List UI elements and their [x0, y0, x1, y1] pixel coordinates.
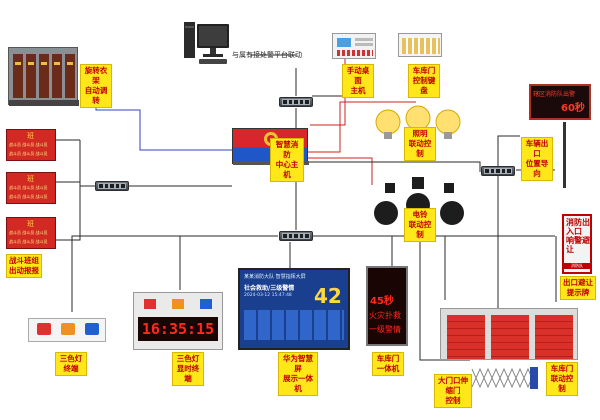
label-exit-prompt: 出口避让 提示牌 [560, 276, 596, 300]
station-panel: 班 战斗员 战斗员 战斗员 战斗员 战斗员 战斗员 [6, 172, 56, 204]
label-tricolor: 三色灯 终端 [55, 352, 87, 376]
exit-yield-sign: 消防出入口 响警避让 消防队 [562, 214, 592, 274]
light-bulbs [375, 105, 461, 139]
label-garage-unit: 车库门 一体机 [372, 352, 404, 376]
label-exit-position: 车辆出口 位置导向 [521, 137, 553, 181]
led-board-countdown: 60秒 [561, 103, 585, 114]
computer-icon [184, 22, 229, 64]
label-rotating-rack: 旋转衣架 自动调转 [80, 64, 112, 108]
led-board-title: 辖区消防队出警 [533, 91, 576, 98]
label-host: 智慧消防 中心主机 [270, 138, 304, 182]
garage-line1: 火灾扑救 [369, 311, 401, 320]
garage-keypad-image [398, 33, 442, 57]
network-switch-right [481, 166, 515, 176]
label-bell: 电铃 联动控制 [404, 208, 436, 242]
station-panel: 班 战斗员 战斗员 战斗员 战斗员 战斗员 战斗员 [6, 129, 56, 161]
label-gate: 大门口伸缩门 控制 [434, 374, 472, 408]
label-hw-screen: 华为智慧屏 展示一体机 [278, 352, 318, 396]
rotating-rack-image [8, 47, 79, 106]
clock-time: 16:35:15 [138, 317, 218, 341]
hw-alert: 社会救助/三级警情 [244, 285, 295, 292]
station-panel: 班 战斗员 战斗员 战斗员 战斗员 战斗员 战斗员 [6, 217, 56, 249]
label-manual-panel: 手动桌面 主机 [342, 64, 374, 98]
tricolor-clock-display: 16:35:15 [133, 292, 223, 350]
led-guidance-board: 辖区消防队出警 60秒 [529, 84, 591, 120]
label-garage-door: 车库门 联动控制 [546, 362, 578, 396]
label-station: 战斗班组 出动报报 [6, 254, 42, 278]
hw-date: 2024-03-12 15:47:48 [244, 293, 292, 298]
label-garage-keypad: 车库门 控制键盘 [408, 64, 440, 98]
exit-sign-text: 消防出入口 响警避让 [566, 218, 590, 254]
lightbulb-icon [375, 105, 461, 139]
garage-countdown: 45秒 [370, 296, 394, 307]
network-switch-top [279, 97, 313, 107]
workstation-computer [183, 18, 233, 66]
linkage-caption: 与属有接处警平台联动 [232, 51, 302, 59]
tricolor-lamp [28, 318, 106, 342]
network-switch-center [279, 231, 313, 241]
hw-count: 42 [314, 284, 342, 308]
hw-header: 某某消防大队 智慧指挥大屏 [244, 274, 306, 280]
label-lighting: 照明 联动控制 [404, 127, 436, 161]
garage-doors [440, 308, 578, 360]
telescopic-gate [471, 367, 538, 389]
manual-desk-panel-image [332, 33, 376, 59]
garage-door-unit: 45秒 火灾扑救 一级警情 [366, 266, 408, 346]
huawei-smart-screen: 某某消防大队 智慧指挥大屏 社会救助/三级警情 2024-03-12 15:47… [238, 268, 350, 350]
label-clock: 三色灯 显时终端 [172, 352, 204, 386]
garage-line2: 一级警情 [369, 325, 401, 334]
led-board-post [563, 122, 566, 188]
exit-sign-footer: 消防队 [564, 263, 590, 269]
network-switch-left [95, 181, 129, 191]
